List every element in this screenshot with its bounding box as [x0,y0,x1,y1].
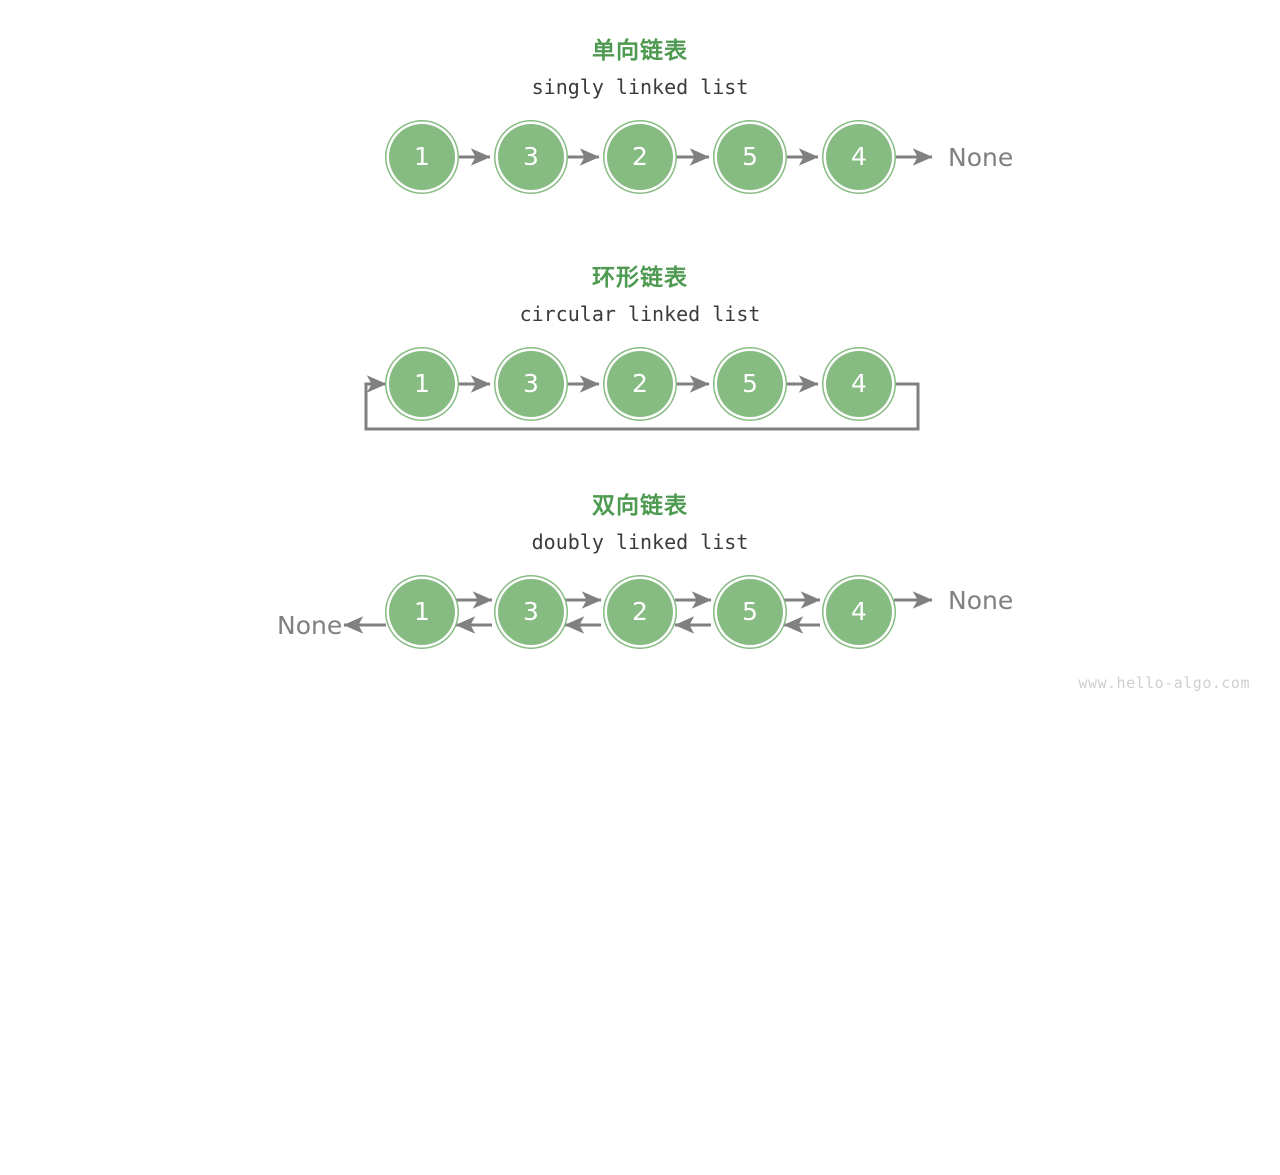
circular-loop-back-path [364,375,920,431]
section-title-en: circular linked list [519,302,761,326]
node-value: 5 [742,142,758,171]
node-value: 4 [851,597,867,626]
node: 4 [826,124,892,190]
none-label-tail: None [948,143,1014,172]
node-value: 3 [523,597,539,626]
none-label-tail: None [948,586,1014,615]
node: 1 [389,579,455,645]
singly-arrows [459,148,933,166]
node-value: 3 [523,142,539,171]
node: 3 [498,124,564,190]
node-value: 3 [523,369,539,398]
watermark: www.hello-algo.com [1078,674,1250,692]
node-value: 1 [414,369,430,398]
node: 5 [717,351,783,417]
node: 1 [389,124,455,190]
none-label-head: None [277,611,343,640]
node: 3 [498,351,564,417]
section-title-cn: 双向链表 [592,493,688,519]
node-value: 2 [632,597,648,626]
node: 3 [498,579,564,645]
section-title-cn: 单向链表 [592,38,688,64]
node: 2 [607,351,673,417]
node-value: 1 [414,142,430,171]
doubly-arrows [343,591,933,634]
node-value: 5 [742,369,758,398]
section-title-en: doubly linked list [531,530,749,554]
node: 4 [826,579,892,645]
node-value: 2 [632,142,648,171]
circular-arrows [364,375,920,431]
node: 2 [607,579,673,645]
node: 4 [826,351,892,417]
node-value: 4 [851,369,867,398]
node-value: 4 [851,142,867,171]
node-value: 5 [742,597,758,626]
node-value: 2 [632,369,648,398]
node: 2 [607,124,673,190]
node: 1 [389,351,455,417]
section-title-en: singly linked list [531,75,749,99]
node: 5 [717,124,783,190]
section-title-cn: 环形链表 [592,265,688,291]
diagram-canvas: 单向链表 singly linked list 1 3 2 [277,38,1250,692]
node-value: 1 [414,597,430,626]
node: 5 [717,579,783,645]
